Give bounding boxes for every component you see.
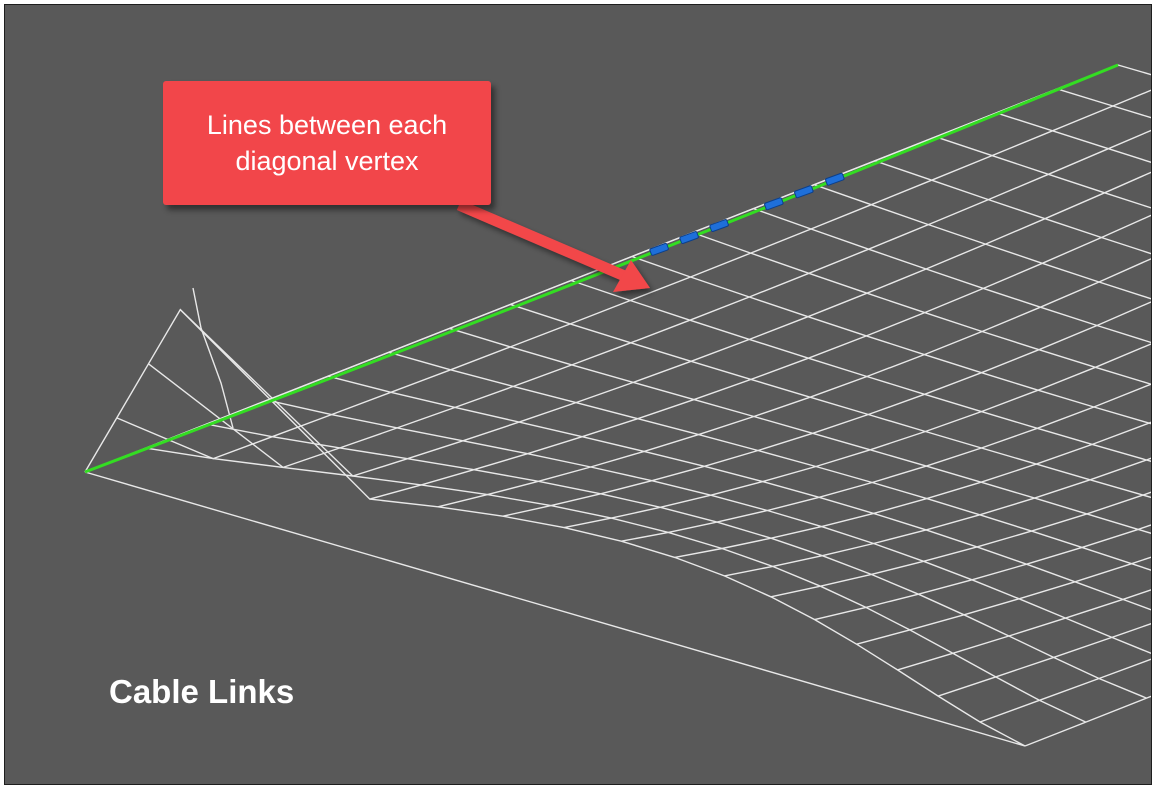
mesh-line [179,171,1151,477]
mesh-line [84,308,1026,747]
mesh-line [84,471,1026,747]
callout-box: Lines between each diagonal vertex [163,81,491,205]
mesh-line [570,279,1151,462]
mesh-line [814,524,1151,621]
slide-canvas: Lines between each diagonal vertex Cable… [4,4,1152,785]
mesh-line [935,136,1151,209]
mesh-line [388,351,1151,571]
vertex-marker [709,219,729,232]
mesh-line [631,255,1151,425]
mesh-line [267,399,1151,655]
cloth-mesh-diagram [84,63,1151,747]
mesh-line [502,301,1151,517]
mesh-grid-lines [84,64,1151,747]
mesh-line [369,214,1151,500]
vertex-marker [649,242,669,256]
mesh-line [510,303,1151,499]
mesh-line [979,658,1151,723]
callout-arrow [456,199,650,292]
mesh-line [770,491,1151,598]
mesh-line [724,457,1151,577]
diagonal-cable-link [84,63,1119,474]
mesh-line [449,327,1151,534]
mesh-line [937,623,1151,697]
diagram-caption: Cable Links [109,673,295,710]
mesh-line [437,258,1151,508]
mesh-line [1024,695,1151,747]
mesh-line [856,556,1151,645]
mesh-line [692,231,1151,385]
vertex-marker [794,185,814,199]
mesh-line [145,447,1087,723]
mesh-line [148,129,1151,469]
mesh-line [192,287,234,429]
mesh-line [327,375,1151,611]
mesh-line [897,589,1151,671]
mesh-line [116,89,1151,460]
callout-text: Lines between each diagonal vertex [206,110,448,176]
vertex-marker [679,231,699,244]
vertex-marker [825,172,845,186]
mesh-line [813,184,1151,300]
mesh-line [563,343,1151,529]
mesh-line [674,421,1151,559]
mesh-line [621,383,1151,542]
mesh-line [874,160,1151,255]
mesh-line [206,423,1147,699]
mesh-line [753,207,1151,344]
diagonal-vertex-markers [649,172,845,256]
vertex-marker [764,197,784,211]
